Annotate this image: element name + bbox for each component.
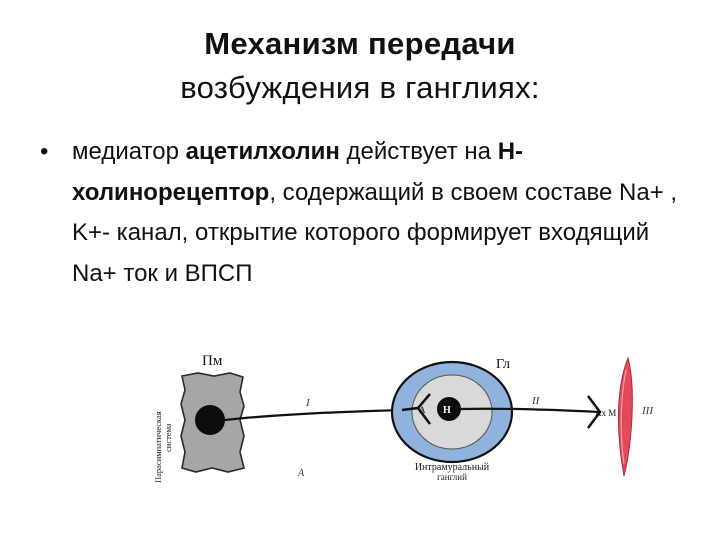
bullet-term-receptor: Н-холинорецептор <box>72 138 524 206</box>
label-iii: III <box>641 405 654 417</box>
label-i: I <box>305 397 311 409</box>
ganglion-diagram: Парасимпатическая система Пм I А Гл А Н … <box>140 340 670 505</box>
synaptic-ending-effector <box>587 395 602 429</box>
ganglion-caption-line2: ганглий <box>437 472 467 482</box>
slide-title: Механизм передачи возбуждения в ганглиях… <box>0 22 720 110</box>
bullet-text-part2: действует на <box>339 138 498 165</box>
bullet-text-part3: , содержащий в своем составе Na+ , K+- к… <box>72 178 678 287</box>
bullet-term-acetylcholine: ацетилхолин <box>185 138 340 165</box>
bullet-text-part1: медиатор <box>72 138 186 165</box>
preganglionic-nucleus <box>195 405 225 435</box>
receptor-ah-label: А <box>419 405 426 415</box>
label-a: А <box>297 468 305 479</box>
diagram-svg: Парасимпатическая система Пм I А Гл А Н … <box>153 353 654 483</box>
label-ii: II <box>531 395 541 407</box>
label-gl: Гл <box>496 357 510 372</box>
vertical-label-line2: система <box>163 423 173 452</box>
axon-preganglionic <box>224 408 403 422</box>
effector-muscle-highlight <box>620 369 627 465</box>
axon-postganglionic <box>460 407 601 414</box>
bullet-dot: • <box>40 138 49 165</box>
slide-title-line1: Механизм передачи <box>204 26 516 61</box>
receptor-axm-label: Ах М <box>595 408 616 418</box>
receptor-h-label: Н <box>443 405 451 416</box>
ganglion-caption-line1: Интрамуральный <box>415 462 490 473</box>
vertical-label-line1: Парасимпатическая <box>153 411 163 483</box>
synaptic-ending-ganglion <box>401 393 431 425</box>
bullet-text: медиатор ацетилхолин действует на Н-холи… <box>72 132 692 294</box>
slide-title-line2: возбуждения в ганглиях: <box>180 70 540 105</box>
label-pm: Пм <box>202 353 223 369</box>
ganglion-neuron-nucleus <box>437 397 461 421</box>
